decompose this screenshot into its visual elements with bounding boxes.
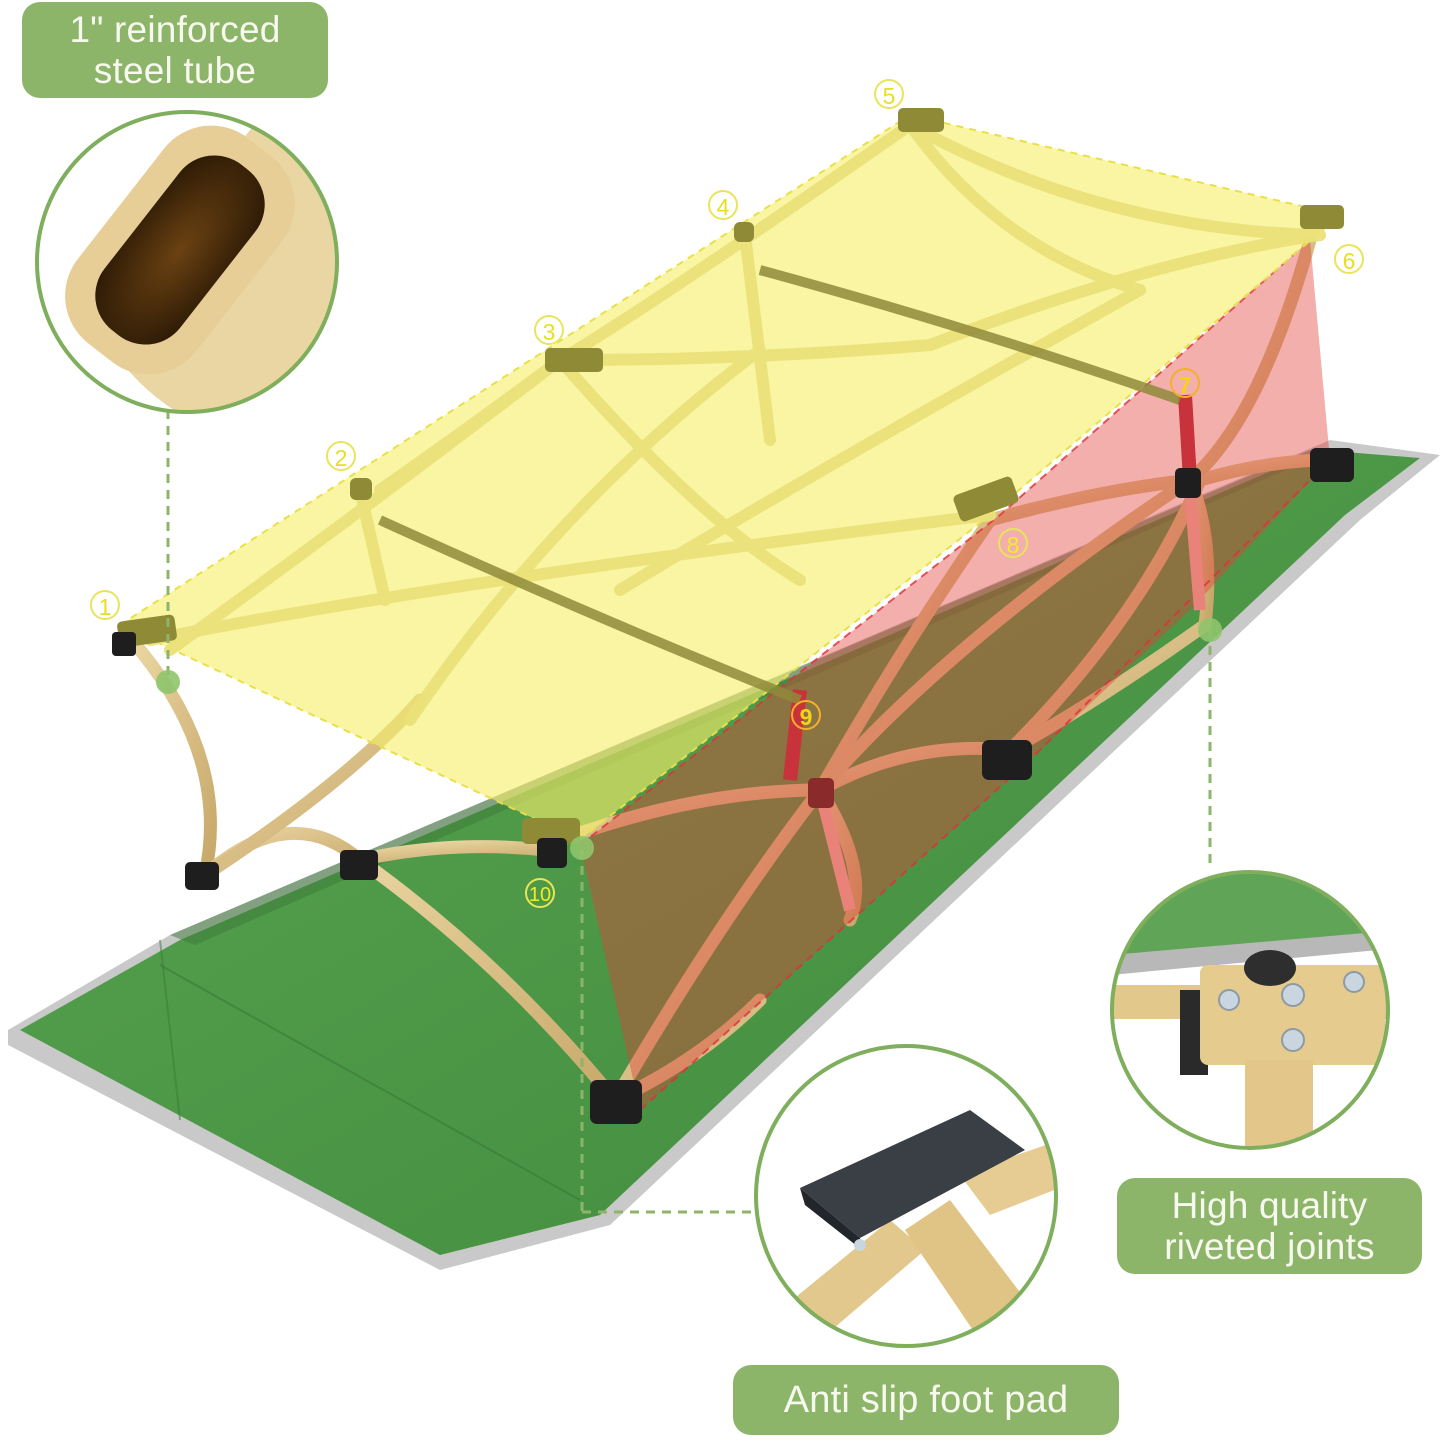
callout-riveted-joints: High quality riveted joints (1117, 1178, 1422, 1274)
detail-circle-steel-tube (35, 110, 339, 414)
detail-circle-foot-pad (754, 1044, 1058, 1348)
frame-point-marker-2: 2 (326, 441, 356, 471)
callout-riveted-joints-line2: riveted joints (1164, 1226, 1375, 1267)
callout-steel-tube-line1: 1" reinforced (69, 9, 281, 50)
callout-steel-tube: 1" reinforced steel tube (22, 2, 328, 98)
frame-point-marker-10: 10 (525, 878, 555, 908)
callout-riveted-joints-line1: High quality (1171, 1185, 1368, 1226)
frame-point-marker-8: 8 (998, 528, 1028, 558)
frame-point-marker-3: 3 (534, 315, 564, 345)
yellow-overlay-plane (117, 108, 1344, 844)
frame-point-marker-5: 5 (874, 79, 904, 109)
frame-point-marker-9: 9 (791, 700, 821, 730)
callout-foot-pad-text: Anti slip foot pad (783, 1378, 1069, 1421)
frame-point-marker-7: 7 (1170, 368, 1200, 398)
frame-point-marker-6: 6 (1334, 244, 1364, 274)
frame-joints (112, 448, 1354, 1124)
leader-lines (166, 410, 1212, 1214)
callout-foot-pad: Anti slip foot pad (733, 1365, 1119, 1435)
frame-point-marker-1: 1 (90, 590, 120, 620)
detail-circle-riveted-joint (1110, 870, 1390, 1150)
callout-steel-tube-line2: steel tube (93, 50, 257, 91)
frame-point-marker-4: 4 (708, 190, 738, 220)
leader-dots (156, 618, 1222, 860)
